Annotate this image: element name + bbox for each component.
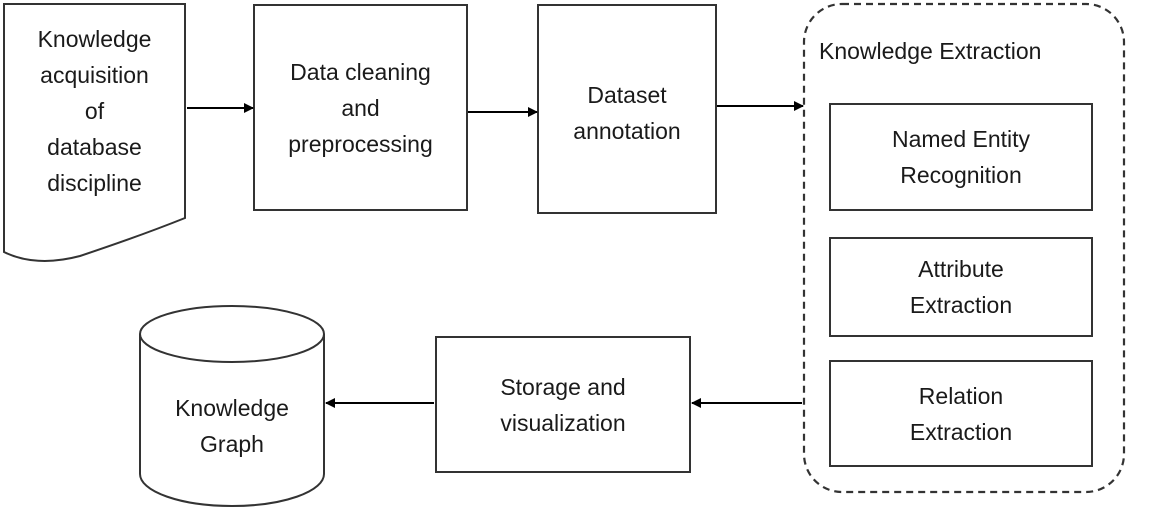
- annotation-label: Dataset annotation: [573, 81, 681, 144]
- acquisition-document-shape: [3, 3, 186, 262]
- graph-cylinder-top: [139, 305, 325, 363]
- storage-box: [435, 336, 691, 473]
- attribute-label: Attribute Extraction: [909, 256, 1013, 318]
- cleaning-label: Data cleaning and preprocessing: [288, 58, 433, 157]
- cleaning-box: [253, 4, 468, 211]
- relation-label: Relation Extraction: [909, 382, 1013, 445]
- ner-box: [829, 103, 1093, 211]
- extraction-group-title: Knowledge Extraction: [819, 38, 1042, 64]
- graph-label: Knowledge Graph: [175, 395, 289, 457]
- acquisition-label: Knowledge acquisition of database discip…: [37, 26, 152, 196]
- graph-cylinder-body: [139, 334, 325, 507]
- annotation-box: [537, 4, 717, 214]
- storage-label: Storage and visualization: [500, 373, 626, 436]
- relation-box: [829, 360, 1093, 467]
- ner-label: Named Entity Recognition: [891, 126, 1031, 188]
- attribute-box: [829, 237, 1093, 337]
